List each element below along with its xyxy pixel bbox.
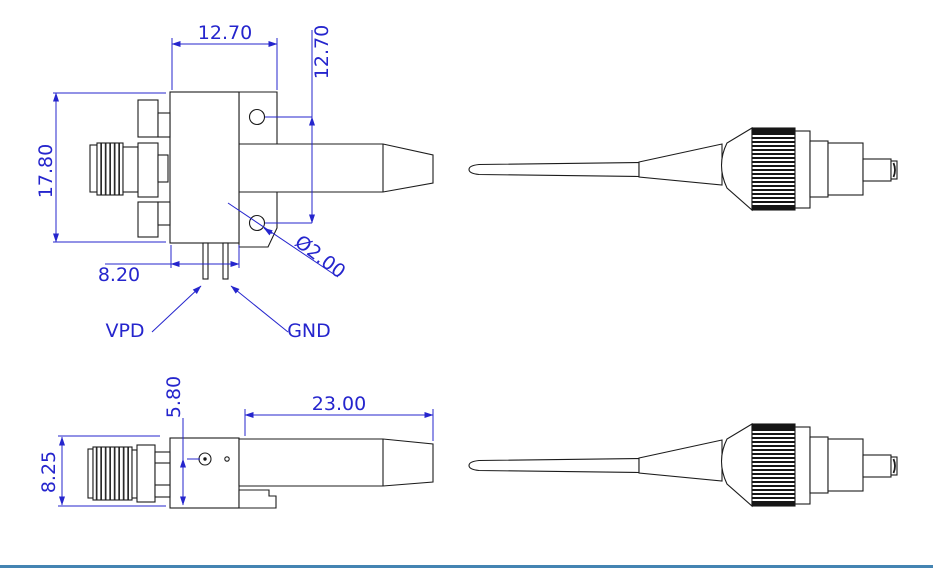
connector-ferrule-tip — [890, 160, 898, 180]
front-dimension-lines — [53, 41, 315, 267]
dim-label-connector-height: 8.25 — [38, 451, 60, 493]
front-spacer — [122, 146, 139, 193]
connector-bell — [720, 127, 753, 212]
dim-label-hole-spacing: 12.70 — [311, 25, 333, 79]
side-threaded-barrel — [92, 446, 133, 501]
fiber-cable — [468, 161, 640, 178]
side-washer — [131, 449, 138, 499]
connector-ferrule — [862, 158, 892, 182]
front-hole-top — [248, 108, 266, 126]
connector-body-step2 — [827, 142, 864, 196]
side-nut — [136, 444, 156, 503]
front-pin-vpd — [202, 242, 209, 280]
front-middle-flange-step — [157, 154, 169, 183]
front-body-block — [169, 91, 240, 244]
front-pin-gnd — [222, 242, 229, 280]
side-pin-hole-center — [203, 457, 207, 461]
knurled-coupling-nut — [751, 127, 796, 211]
side-small-hole — [224, 456, 230, 462]
front-threaded-barrel — [96, 142, 124, 196]
front-middle-flange — [137, 142, 159, 198]
knurl-bottom-band — [752, 205, 795, 210]
side-thread-endcap — [87, 448, 94, 499]
side-dimension-lines — [59, 412, 434, 506]
dim-label-body-width-top: 12.70 — [198, 22, 252, 44]
dim-label-snout-length: 23.00 — [312, 393, 366, 415]
front-lower-clamp-step — [157, 201, 171, 226]
side-view: 8.25 23.00 5.80 — [38, 376, 434, 509]
front-leader-lines — [151, 202, 339, 333]
dim-label-pin-to-base: 5.80 — [163, 376, 185, 418]
front-thread-endcap — [89, 144, 98, 193]
side-extension-lines — [58, 409, 434, 507]
front-lower-clamp — [137, 201, 159, 238]
side-hook-tab — [238, 489, 277, 509]
footer-rule — [0, 565, 933, 568]
pin-label-gnd: GND — [287, 320, 331, 342]
ferrule-tip-mark — [892, 162, 896, 178]
front-snout — [238, 143, 434, 193]
dim-label-body-width-bottom: 8.20 — [98, 264, 140, 286]
side-snout — [238, 438, 434, 487]
pin-label-vpd: VPD — [105, 320, 144, 342]
side-nut-step — [154, 451, 171, 498]
dim-label-hole-diameter: Ø2.00 — [291, 231, 350, 283]
side-body-block — [169, 437, 240, 509]
knurl-top-band — [752, 128, 795, 133]
front-upper-clamp — [137, 99, 159, 138]
dim-label-overall-height: 17.80 — [35, 144, 57, 198]
fiber-connector-top — [468, 127, 898, 212]
connector-boot — [638, 143, 723, 186]
connector-body-step1 — [809, 140, 829, 198]
fiber-connector-bottom — [468, 423, 898, 507]
connector-collar — [794, 130, 811, 209]
front-upper-clamp-step — [157, 112, 171, 138]
front-view: 12.70 12.70 17.80 8.20 Ø2.00 VPD GND — [35, 22, 434, 342]
